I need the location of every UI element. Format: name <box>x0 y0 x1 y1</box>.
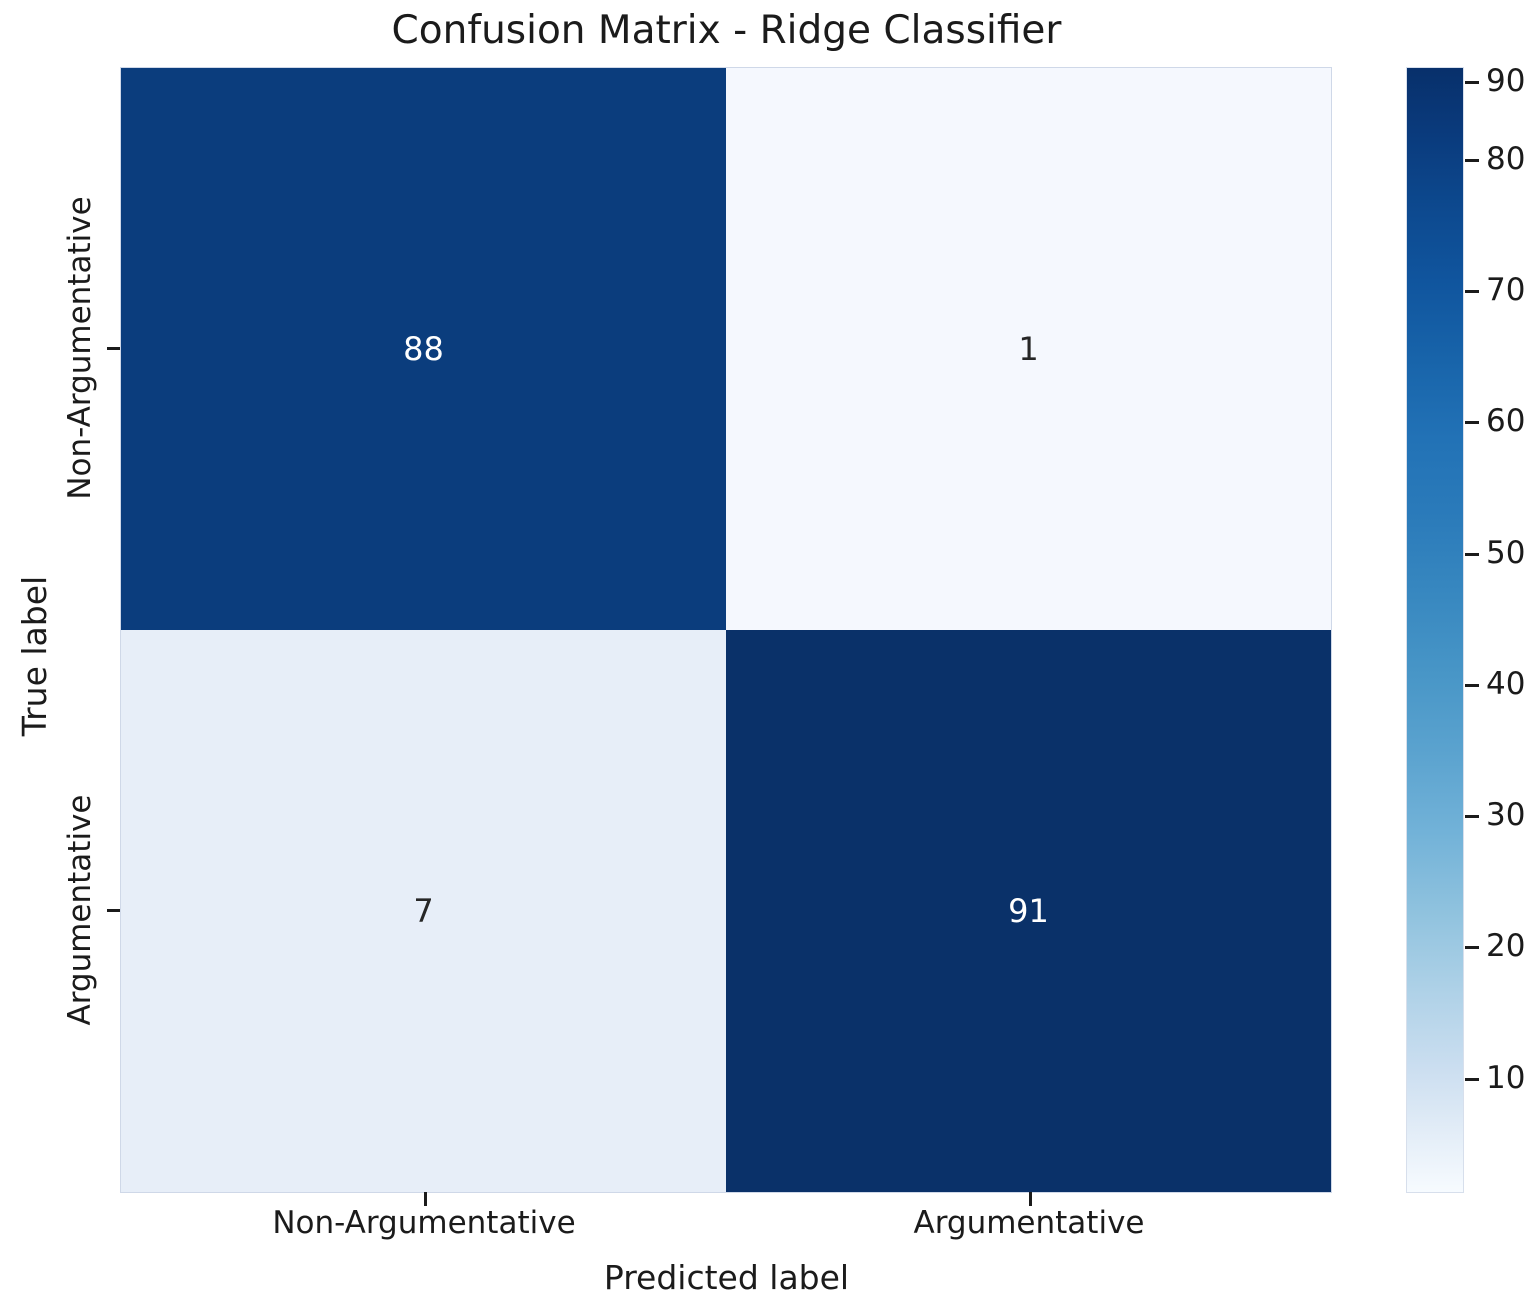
colorbar-tick-label-70: 70 <box>1486 272 1526 308</box>
x-tick-label-argumentative: Argumentative <box>913 1205 1145 1241</box>
colorbar-gradient <box>1406 67 1464 1193</box>
matrix-cell-1-0: 7 <box>121 630 726 1192</box>
colorbar-tick-label-80: 80 <box>1486 141 1526 177</box>
heatmap-plot-area: 88 1 7 91 <box>120 67 1332 1193</box>
y-tick-label-non-argumentative: Non-Argumentative <box>62 196 98 500</box>
matrix-cell-value: 7 <box>413 892 434 930</box>
colorbar-tick-label-10: 10 <box>1486 1060 1526 1096</box>
matrix-cell-1-1: 91 <box>726 630 1331 1192</box>
colorbar-tick-label-30: 30 <box>1486 797 1526 833</box>
colorbar-tick-mark-10 <box>1465 1078 1479 1081</box>
matrix-cell-value: 91 <box>1008 892 1049 930</box>
colorbar-tick-mark-70 <box>1465 290 1479 293</box>
x-tick-label-non-argumentative: Non-Argumentative <box>272 1205 576 1241</box>
matrix-cell-0-1: 1 <box>726 68 1331 630</box>
x-axis-label: Predicted label <box>603 1258 850 1297</box>
matrix-cell-0-0: 88 <box>121 68 726 630</box>
x-tick-mark-1 <box>1029 1192 1032 1206</box>
x-tick-mark-0 <box>424 1192 427 1206</box>
colorbar-tick-mark-50 <box>1465 553 1479 556</box>
colorbar-tick-label-20: 20 <box>1486 928 1526 964</box>
matrix-cell-value: 88 <box>403 330 444 368</box>
matrix-cell-value: 1 <box>1018 330 1039 368</box>
colorbar-tick-mark-60 <box>1465 421 1479 424</box>
colorbar-tick-label-90: 90 <box>1486 63 1526 99</box>
y-axis-label: True label <box>14 575 54 737</box>
colorbar-tick-label-40: 40 <box>1486 666 1526 702</box>
chart-title: Confusion Matrix - Ridge Classifier <box>391 8 1062 53</box>
colorbar-tick-mark-40 <box>1465 684 1479 687</box>
y-tick-mark-1 <box>107 909 121 912</box>
colorbar-tick-label-50: 50 <box>1486 535 1526 571</box>
colorbar-tick-mark-90 <box>1465 81 1479 84</box>
y-tick-mark-0 <box>107 347 121 350</box>
y-tick-label-argumentative: Argumentative <box>62 794 98 1026</box>
colorbar-tick-mark-30 <box>1465 815 1479 818</box>
colorbar-tick-mark-80 <box>1465 159 1479 162</box>
colorbar-tick-mark-20 <box>1465 946 1479 949</box>
colorbar-tick-label-60: 60 <box>1486 403 1526 439</box>
